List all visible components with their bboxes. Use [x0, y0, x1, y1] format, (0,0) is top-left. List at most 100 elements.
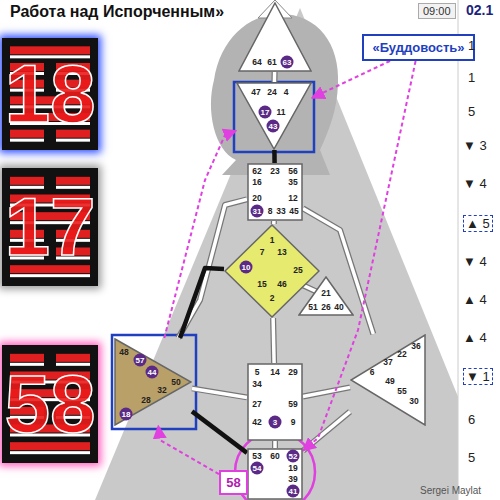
gate-number: 55: [397, 386, 406, 396]
hexagram-bar-edge: [10, 451, 90, 454]
label-text: 1: [468, 70, 475, 85]
active-gate-number: 54: [251, 462, 264, 475]
gate-number: 37: [383, 357, 392, 367]
gate-number: 62: [252, 166, 261, 176]
label-text: ▼ 4: [463, 254, 487, 269]
hexagram-bar: [56, 354, 90, 362]
gate-number: 4: [284, 87, 289, 97]
gate-number: 60: [270, 451, 279, 461]
gate-number: 46: [277, 279, 286, 289]
gate-number: 19: [288, 463, 297, 473]
heart-center: 21512640: [298, 276, 354, 316]
gate-number: 23: [270, 166, 279, 176]
gate-number: 21: [321, 288, 330, 298]
label-text: 5: [468, 104, 475, 119]
channel-outline: [273, 318, 274, 363]
hexagram-ground: [2, 168, 98, 286]
gate-number: 9: [291, 417, 296, 427]
hexagram-number: 58: [4, 363, 95, 445]
right-panel: [458, 0, 500, 500]
gate-number: 24: [267, 87, 276, 97]
gate-number: 64: [252, 57, 261, 67]
channel-outline: [303, 387, 350, 396]
dotted-arrow: [312, 61, 390, 98]
active-gate-number: 17: [259, 106, 272, 119]
panel-border: [458, 0, 459, 500]
defined-channel: [192, 411, 247, 453]
center-shape: [248, 449, 302, 499]
gate-number: 50: [171, 377, 180, 387]
gate-number: 11: [277, 107, 286, 117]
gate-number: 2: [270, 293, 275, 303]
spleen-center: 48574450322818: [114, 338, 192, 426]
label-text: ▲ 4: [463, 292, 487, 307]
sacral-center: 514293427594239: [247, 363, 303, 441]
gate-number: 45: [289, 206, 298, 216]
gate-number: 51: [308, 302, 317, 312]
gate-number: 39: [288, 474, 297, 484]
label-text: ▼ 4: [463, 176, 487, 191]
active-gate-number: 41: [287, 485, 300, 498]
body-triangle: [95, 8, 500, 500]
box-text: «Буддовость»: [372, 40, 464, 55]
center-shape: [351, 335, 425, 425]
gate-number: 34: [252, 379, 261, 389]
label-text: 09:00: [418, 3, 456, 19]
active-gate-number: 18: [120, 408, 133, 421]
gate-number: 49: [385, 376, 394, 386]
center-shape: [239, 3, 311, 71]
center-shape: [115, 339, 191, 425]
gate-number: 25: [293, 265, 302, 275]
hexagram-bar-edge: [10, 274, 90, 277]
g-center: 1713102515462: [224, 224, 320, 318]
gate-number: 61: [267, 57, 276, 67]
active-gate-number: 63: [281, 56, 294, 69]
active-gate-number: 43: [267, 120, 280, 133]
gate-number: 20: [252, 193, 261, 203]
dotted-arrow: [158, 426, 219, 474]
head-center: 64 61 63: [238, 2, 312, 72]
root-center: 53605254193941: [247, 448, 303, 500]
gate-number: 42: [252, 417, 261, 427]
label-text: ▲ 4: [463, 330, 487, 345]
center-shape: [237, 83, 311, 149]
active-gate-number: 44: [146, 366, 159, 379]
open-channel: [192, 388, 247, 397]
active-gate-number: 31: [251, 205, 264, 218]
hexagram-card: 18: [2, 38, 98, 150]
gate-number: 59: [288, 399, 297, 409]
active-gate-number: 57: [134, 354, 147, 367]
active-gate-number: 52: [287, 450, 300, 463]
center-shape: [299, 277, 353, 315]
label-text: 02.1: [466, 2, 493, 18]
active-gate-number: 10: [240, 261, 253, 274]
gate-number: 30: [409, 396, 418, 406]
gate-number: 35: [288, 177, 297, 187]
open-channel: [273, 318, 274, 363]
dotted-arrow: [303, 61, 416, 451]
gate-number: 12: [288, 193, 297, 203]
highlight-frame: [112, 335, 196, 429]
dotted-arrow: [164, 131, 236, 338]
gate-number: 32: [157, 385, 166, 395]
gate-number-box: 58: [219, 470, 248, 495]
gate-number: 13: [277, 247, 286, 257]
defined-channel: [180, 268, 224, 338]
gate-number: 27: [252, 399, 261, 409]
gate-number: 36: [411, 341, 420, 351]
box-text: 58: [226, 475, 240, 490]
active-gate-number: 3: [269, 416, 282, 429]
open-channel: [273, 441, 277, 448]
channel-outline: [272, 441, 278, 448]
hexagram-card: 17: [2, 168, 98, 286]
gate-number: 29: [288, 367, 297, 377]
hexagram-bar: [56, 177, 90, 185]
gate-number: 5: [255, 367, 260, 377]
channel-outline: [192, 388, 247, 397]
center-shape: [248, 364, 302, 440]
hexagram-number: 18: [4, 53, 95, 135]
gate-number: 56: [288, 166, 297, 176]
gate-number: 26: [321, 302, 330, 312]
gate-number: 8: [268, 206, 273, 216]
diagram-title: Работа над Испорченным»: [8, 3, 226, 21]
